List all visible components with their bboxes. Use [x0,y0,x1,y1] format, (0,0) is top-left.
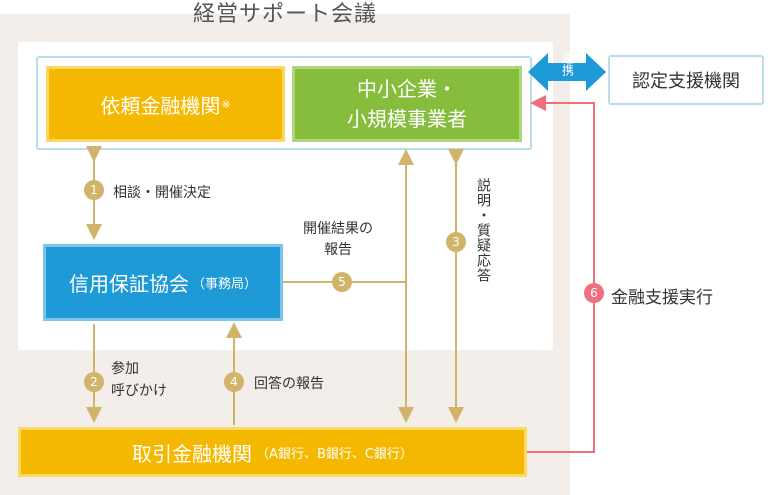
guarantee-association-box: 信用保証協会（事務局） [43,244,283,321]
step6-badge: 6 [584,283,604,303]
step5-badge: 5 [332,272,352,292]
step1-label: 相談・開催決定 [113,185,211,201]
certified-support-box: 認定支援機関 [608,55,764,105]
sme-box: 中小企業・ 小規模事業者 [292,66,522,142]
sme-label-line1: 中小企業・ [357,77,457,101]
step3-badge: 3 [446,232,466,252]
link-double-arrow [528,53,606,91]
financial-institution-box: 取引金融機関（A銀行、B銀行、C銀行） [18,427,527,477]
step5-label: 開催結果の 報告 [292,219,384,261]
guarantee-sub-label: （事務局） [191,277,257,292]
step2-badge: 2 [84,372,104,392]
step2-label: 参加 呼びかけ [111,358,167,402]
step3-label-text: 説明・質疑応答 [475,178,491,283]
requesting-bank-note-mark: ※ [221,97,231,111]
step2-label-line2: 呼びかけ [111,383,167,399]
step6-label: 金融支援実行 [611,288,713,308]
link-label: 連携 [560,52,575,76]
step4-badge: 4 [224,372,244,392]
diagram-title: 経営サポート会議 [192,2,377,27]
guarantee-label: 信用保証協会 [68,272,189,296]
certified-label: 認定支援機関 [632,71,740,92]
step1-badge: 1 [84,180,104,200]
requesting-bank-label: 依頼金融機関 [100,93,221,118]
step5-label-line2: 報告 [324,242,352,258]
step3-label: 説明・質疑応答 [473,178,493,287]
step2-label-line1: 参加 [111,361,139,377]
financial-label: 取引金融機関 [132,441,253,466]
arrow-step6 [510,95,595,453]
requesting-bank-box: 依頼金融機関※ [46,66,285,142]
sme-label-line2: 小規模事業者 [347,107,467,131]
step5-label-line1: 開催結果の [303,221,373,237]
step4-label: 回答の報告 [254,376,324,392]
financial-sub-label: （A銀行、B銀行、C銀行） [256,446,413,462]
